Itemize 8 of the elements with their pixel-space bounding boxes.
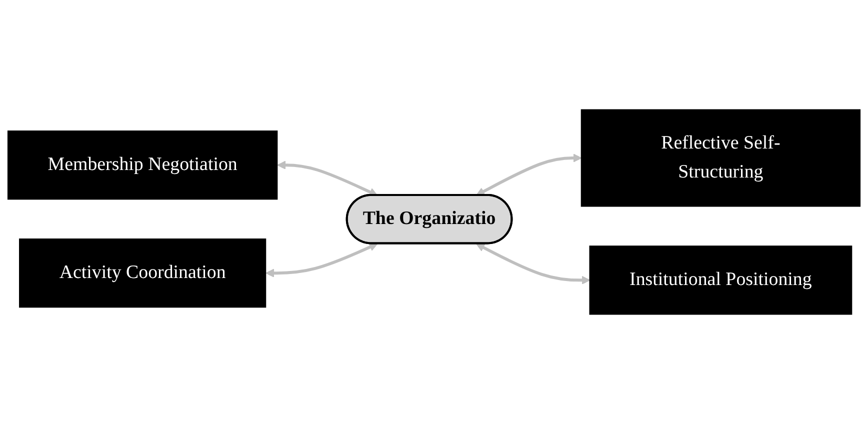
arrow	[277, 160, 378, 196]
node-box: Reflective Self-Structuring	[580, 109, 861, 207]
node-box: Membership Negotiation	[7, 130, 278, 200]
arrow	[266, 242, 378, 278]
node-box: Activity Coordination	[19, 238, 266, 308]
node-box: Institutional Positioning	[589, 246, 852, 315]
arrow	[476, 154, 582, 196]
arrow	[476, 244, 590, 285]
